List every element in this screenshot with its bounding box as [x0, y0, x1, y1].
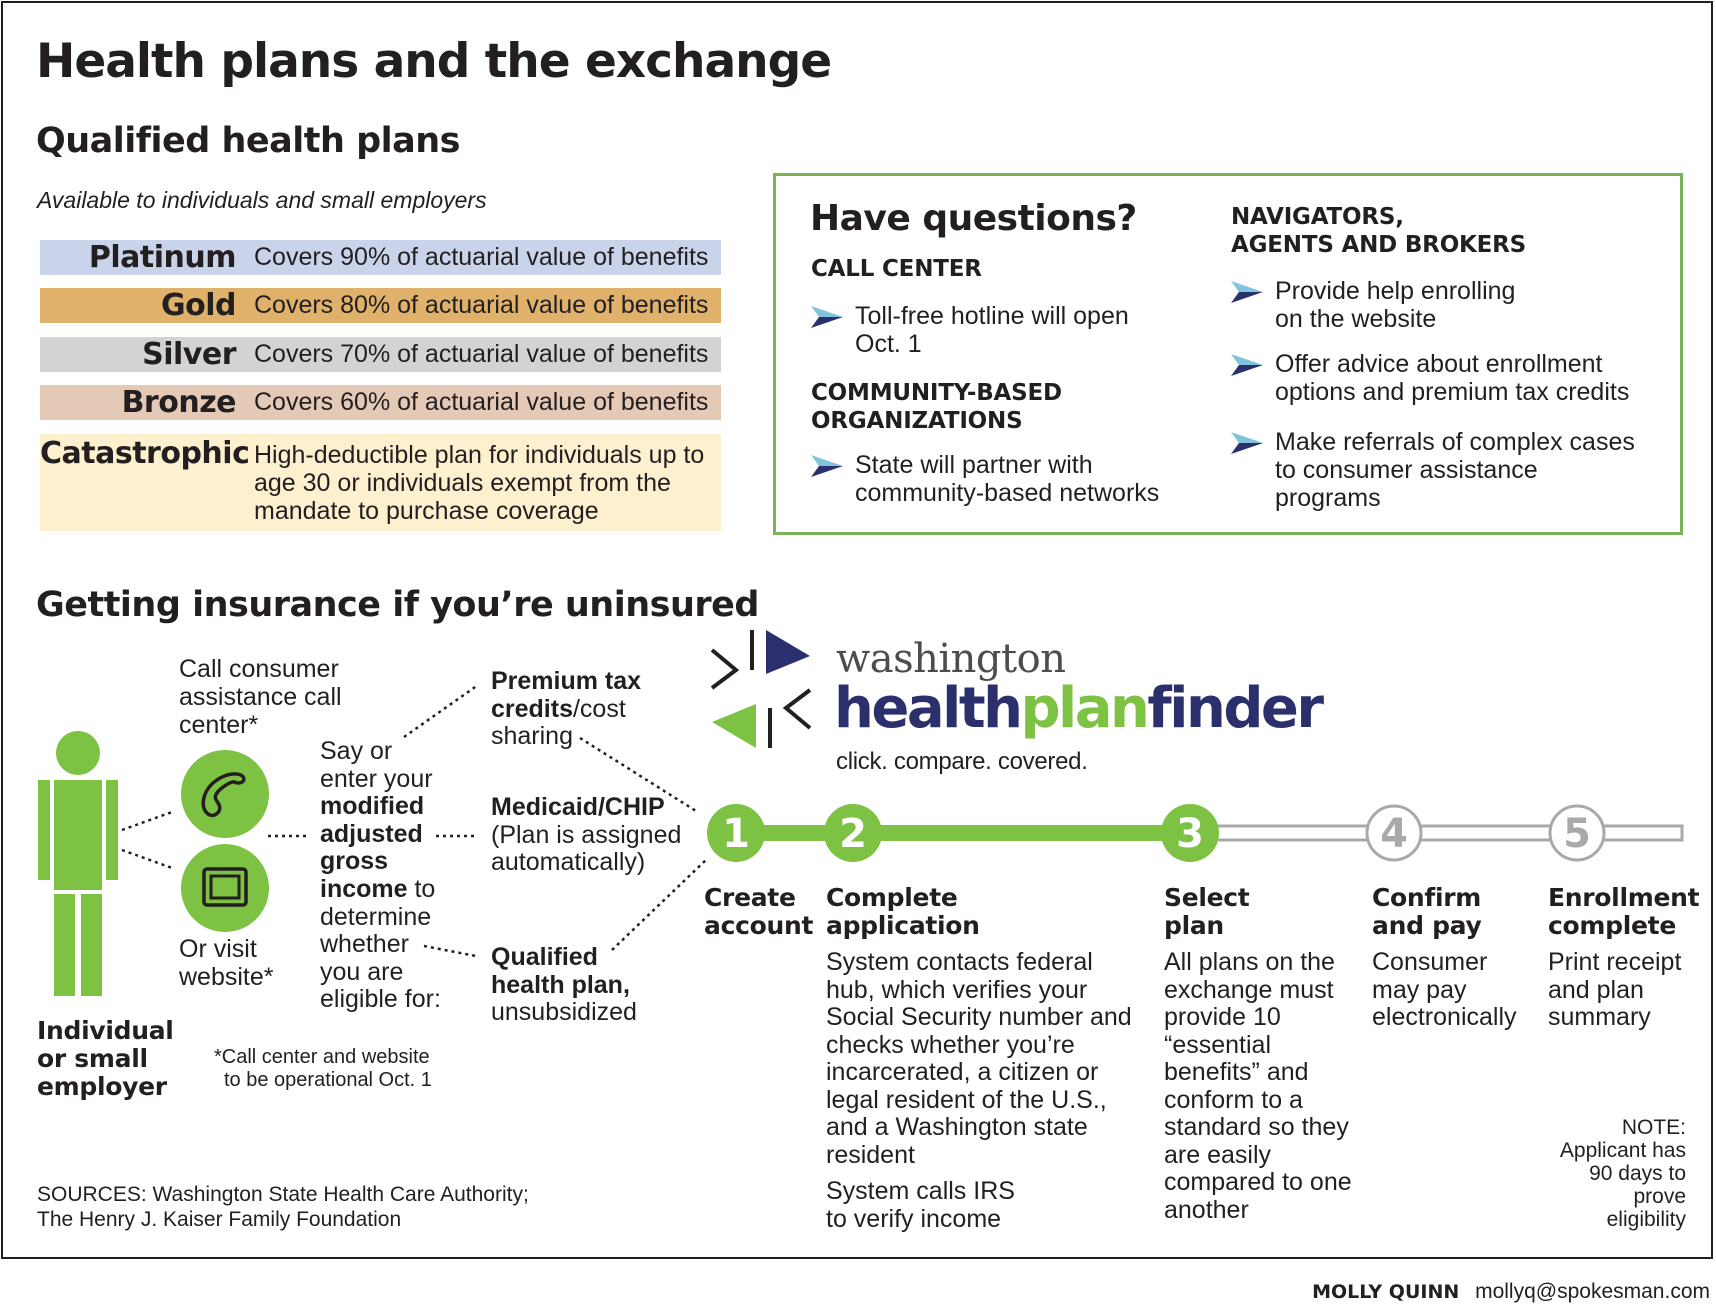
- bullet-text: programs: [1275, 484, 1381, 512]
- call-center-heading: CALL CENTER: [811, 256, 982, 282]
- bullet-text: Offer advice about enrollment: [1275, 350, 1603, 378]
- navigators-heading: NAVIGATORS,AGENTS AND BROKERS: [1231, 204, 1527, 258]
- step-circle-4: 4: [1365, 804, 1423, 862]
- logo-healthplanfinder: healthplanfinder: [834, 676, 1324, 741]
- logo-washington: washington: [836, 636, 1066, 682]
- questions-box: [773, 173, 1683, 535]
- tier-desc: Covers 90% of actuarial value of benefit…: [254, 243, 709, 271]
- arrow-bullet-icon: [811, 455, 843, 477]
- person-icon: [38, 731, 118, 996]
- step-number: 3: [1176, 811, 1204, 857]
- bullet-text: on the website: [1275, 305, 1437, 333]
- bullet-text: to consumer assistance: [1275, 456, 1538, 484]
- tier-desc-line: High-deductible plan for individuals up …: [254, 441, 705, 469]
- credit: MOLLY QUINN mollyq@spokesman.com: [1312, 1280, 1710, 1304]
- qhp-heading: Qualified health plans: [36, 121, 461, 161]
- healthplanfinder-logo-icon: [710, 630, 812, 748]
- tier-gold: Gold Covers 80% of actuarial value of be…: [40, 288, 721, 323]
- computer-screen-icon: [181, 844, 269, 932]
- bullet-text: community-based networks: [855, 479, 1160, 507]
- qhp-subtitle: Available to individuals and small emplo…: [37, 187, 487, 213]
- tier-catastrophic: Catastrophic High-deductible plan for in…: [40, 434, 721, 531]
- infographic-frame: [1, 1, 1713, 1259]
- phone-icon: [181, 750, 269, 838]
- logo-tagline: click. compare. covered.: [836, 748, 1088, 775]
- step-number: 4: [1380, 811, 1408, 857]
- tier-name: Catastrophic: [40, 436, 250, 471]
- step-number: 5: [1563, 811, 1591, 857]
- option-medicaid: Medicaid/CHIP (Plan is assigned automati…: [491, 793, 682, 877]
- arrow-bullet-icon: [811, 306, 843, 328]
- step-circle-1: 1: [707, 804, 765, 862]
- bullet-text: Provide help enrolling: [1275, 277, 1516, 305]
- steps-track: 1 2 3 4 5: [707, 804, 1684, 862]
- step-circle-2: 2: [824, 804, 882, 862]
- page-title: Health plans and the exchange: [36, 34, 832, 89]
- step-number: 2: [839, 811, 867, 857]
- uninsured-heading: Getting insurance if you’re uninsured: [36, 585, 759, 625]
- bullet-text: Oct. 1: [855, 330, 922, 358]
- tier-name: Gold: [161, 288, 237, 323]
- arrow-bullet-icon: [1231, 354, 1263, 376]
- tier-bronze: Bronze Covers 60% of actuarial value of …: [40, 385, 721, 420]
- tier-platinum: Platinum Covers 90% of actuarial value o…: [40, 240, 721, 275]
- bullet-text: State will partner with: [855, 451, 1093, 479]
- tier-name: Bronze: [121, 385, 237, 420]
- tier-desc: Covers 70% of actuarial value of benefit…: [254, 340, 709, 368]
- bullet-text: Toll-free hotline will open: [855, 302, 1129, 330]
- arrow-bullet-icon: [1231, 432, 1263, 454]
- tier-name: Platinum: [88, 240, 237, 275]
- tier-name: Silver: [142, 337, 236, 372]
- tier-desc-line: mandate to purchase coverage: [254, 497, 599, 525]
- eligibility-text: Say or enter your modified adjusted gros…: [320, 737, 441, 1014]
- step-circle-3: 3: [1161, 804, 1219, 862]
- credit-name: MOLLY QUINN: [1312, 1281, 1460, 1303]
- credit-email: mollyq@spokesman.com: [1475, 1280, 1710, 1303]
- tier-silver: Silver Covers 70% of actuarial value of …: [40, 337, 721, 372]
- step-circle-5: 5: [1548, 804, 1606, 862]
- tier-desc-line: age 30 or individuals exempt from the: [254, 469, 671, 497]
- step-number: 1: [722, 811, 750, 857]
- bullet-text: Make referrals of complex cases: [1275, 428, 1635, 456]
- arrow-bullet-icon: [1231, 281, 1263, 303]
- option-qualified-plan: Qualified health plan, unsubsidized: [491, 943, 637, 1027]
- tier-desc: Covers 60% of actuarial value of benefit…: [254, 388, 709, 416]
- option-premium-tax-credits: Premium tax credits/cost sharing: [491, 667, 642, 751]
- sources: SOURCES: Washington State Health Care Au…: [37, 1183, 529, 1231]
- bullet-text: options and premium tax credits: [1275, 378, 1630, 406]
- questions-heading: Have questions?: [810, 198, 1137, 239]
- tier-desc: Covers 80% of actuarial value of benefit…: [254, 291, 709, 319]
